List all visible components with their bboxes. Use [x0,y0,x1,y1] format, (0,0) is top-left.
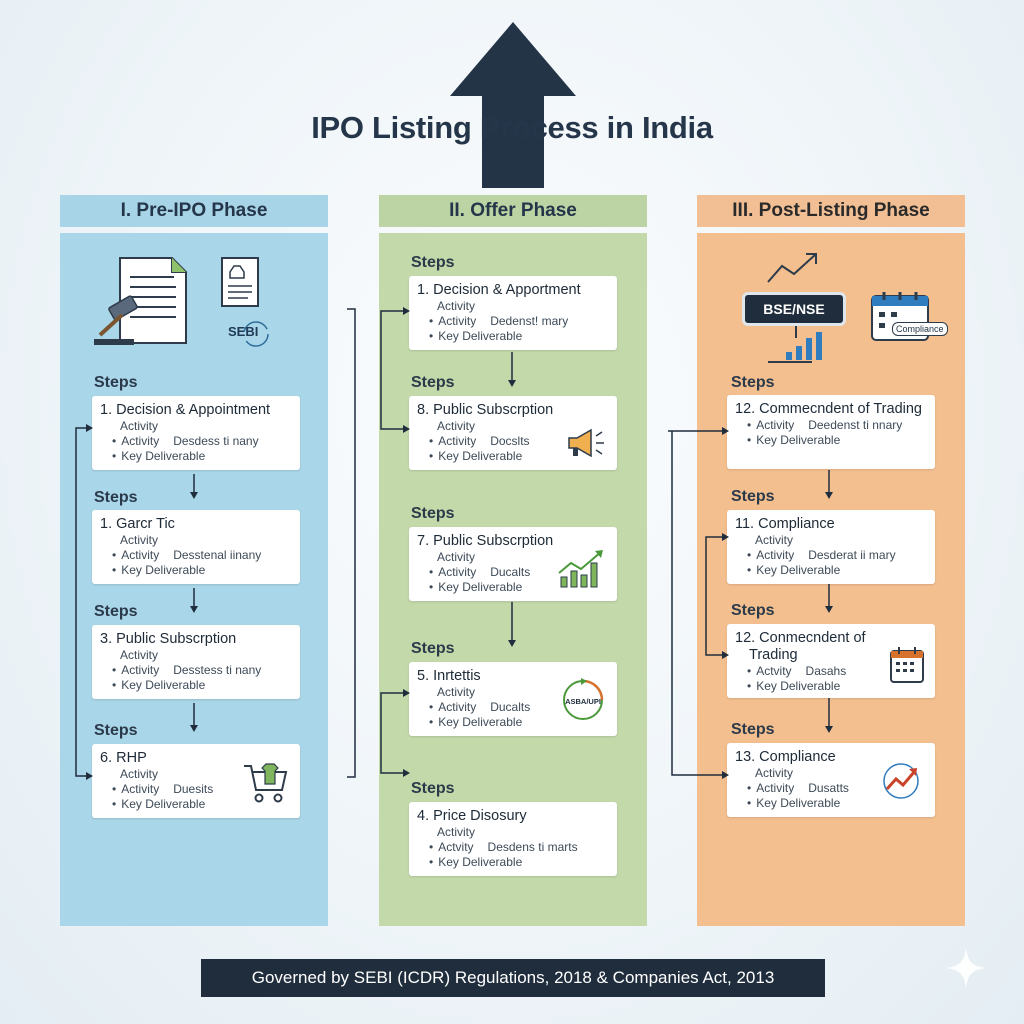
upward-arrow-icon [450,22,576,188]
megaphone-icon [568,428,604,458]
compliance-calendar-icon: Compliance [870,290,948,346]
steps-label: Steps [731,488,775,505]
down-arrow-icon [825,470,833,499]
steps-label: Steps [411,254,455,271]
steps-label: Steps [411,780,455,797]
down-arrow-icon [190,588,198,613]
trend-arrow-icon [767,253,817,283]
steps-label: Steps [94,603,138,620]
trend-chart-icon [883,763,919,799]
down-arrow-icon [825,584,833,613]
steps-label: Steps [411,640,455,657]
asba-upi-icon: ASBA/UPI [561,678,605,722]
offer-phase-header: II. Offer Phase [379,195,647,227]
step-card-public-subscription: 3. Public Subscrption Activity •Activity… [92,625,300,699]
steps-label: Steps [411,505,455,522]
monitor-bars-icon [768,326,822,363]
flow-bracket-connector [347,307,410,778]
flow-bracket-connector [668,427,729,779]
pre-ipo-phase-header: I. Pre-IPO Phase [60,195,328,227]
sparkle-icon [946,948,986,988]
step-card-decision-apportment: 1. Decision & Apportment Activity •Activ… [409,276,617,350]
down-arrow-icon [508,352,516,387]
step-title: 1. Decision & Appointment [100,402,271,418]
exchange-board-icon: BSE/NSE [742,292,846,326]
form-icon [221,257,259,307]
footer-banner: Governed by SEBI (ICDR) Regulations, 201… [201,959,825,997]
down-arrow-icon [508,602,516,647]
steps-label: Steps [731,721,775,738]
rising-bar-chart-icon [558,550,603,588]
step-card-decision-appointment: 1. Decision & Appointment Activity •Acti… [92,396,300,470]
flow-bracket-connector [75,424,93,780]
steps-label: Steps [731,374,775,391]
page-title: IPO Listing Process in India [311,110,713,145]
steps-label: Steps [731,602,775,619]
steps-label: Steps [94,722,138,739]
calendar-icon [890,647,924,683]
step-card-public-subscription-8: 8. Public Subscrption Activity •Activity… [409,396,617,470]
steps-label: Steps [411,374,455,391]
step-card-public-subscription-7: 7. Public Subscrption Activity •Activity… [409,527,617,601]
steps-label: Steps [94,489,138,506]
shopping-cart-icon [244,763,288,803]
steps-label: Steps [94,374,138,391]
document-gavel-icon [94,257,187,345]
down-arrow-icon [190,474,198,499]
post-listing-phase-header: III. Post-Listing Phase [697,195,965,227]
sebi-logo-icon: SEBI [226,320,272,350]
down-arrow-icon [825,698,833,733]
down-arrow-icon [190,703,198,732]
